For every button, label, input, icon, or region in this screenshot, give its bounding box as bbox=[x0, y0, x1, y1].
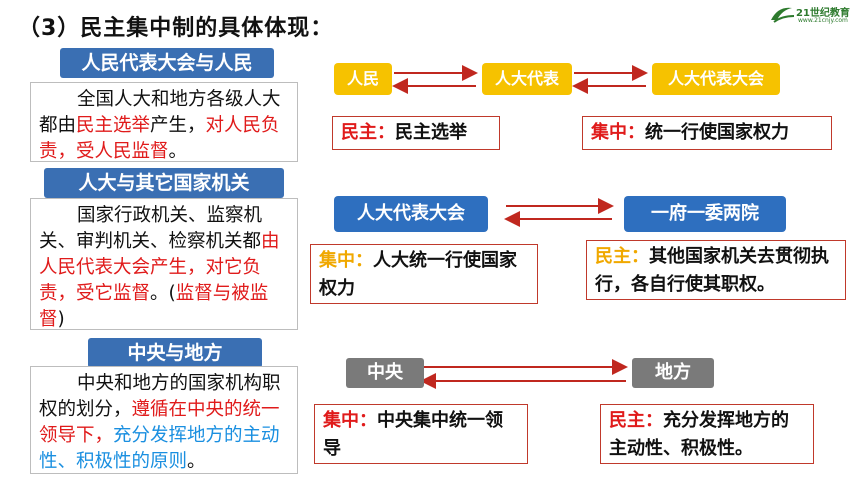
label-value: 中央集中统一领导 bbox=[323, 410, 503, 459]
text-plain: ) bbox=[57, 309, 65, 330]
text-highlight-red: 对人民负责，受人民监督 bbox=[39, 115, 280, 162]
label-value: 民主选举 bbox=[395, 122, 467, 143]
flow-node-central: 中央 bbox=[346, 358, 424, 388]
logo-text: 21世纪教育 bbox=[796, 8, 850, 19]
logo-url: www.21cnjy.com bbox=[798, 17, 848, 24]
label-value: 其他国家机关去贯彻执行，各自行使其职权。 bbox=[595, 246, 829, 295]
label-key: 民主： bbox=[341, 122, 395, 143]
label-centralism-3: 集中：中央集中统一领导 bbox=[314, 404, 528, 464]
flow-node-deputies: 人大代表 bbox=[482, 63, 572, 95]
label-centralism-1: 集中：统一行使国家权力 bbox=[582, 116, 832, 150]
label-key: 集中： bbox=[591, 122, 645, 143]
text-plain: 。 bbox=[168, 141, 188, 162]
text-highlight-blue: 充分发挥地方的主动性、积极性的原则 bbox=[39, 425, 280, 472]
text-highlight-red: 遵循在中央的统一领导下， bbox=[39, 399, 280, 446]
text-plain: 。( bbox=[150, 283, 176, 304]
section-text-1: 全国人大和地方各级人大都由民主选举产生，对人民负责，受人民监督。 bbox=[30, 82, 298, 162]
text-plain: 全国人大和地方各级人大都由 bbox=[39, 89, 281, 136]
label-key: 集中： bbox=[323, 410, 377, 431]
flow-node-local: 地方 bbox=[632, 358, 714, 388]
label-value: 人大统一行使国家权力 bbox=[319, 250, 517, 299]
label-democracy-2: 民主：其他国家机关去贯彻执行，各自行使其职权。 bbox=[586, 240, 846, 300]
label-democracy-3: 民主：充分发挥地方的主动性、积极性。 bbox=[600, 404, 814, 464]
logo-icon bbox=[771, 7, 795, 23]
text-highlight-red: 民主选举 bbox=[76, 115, 151, 136]
section-heading-3: 中央与地方 bbox=[88, 338, 262, 368]
label-value: 统一行使国家权力 bbox=[645, 122, 789, 143]
flow-node-state-organs: 一府一委两院 bbox=[624, 196, 786, 232]
flow-node-congress: 人大代表大会 bbox=[652, 63, 780, 95]
text-plain: 产生， bbox=[150, 115, 206, 136]
section-text-3: 中央和地方的国家机构职权的划分，遵循在中央的统一领导下，充分发挥地方的主动性、积… bbox=[30, 366, 298, 474]
text-highlight-red: 由人民代表大会产生，对它负责，受它监督 bbox=[39, 231, 280, 304]
text-highlight-red: 监督与被监督 bbox=[39, 283, 269, 330]
logo: 21世纪教育 www.21cnjy.com bbox=[768, 2, 858, 28]
flow-node-people: 人民 bbox=[334, 63, 392, 95]
flow-node-congress-2: 人大代表大会 bbox=[334, 196, 488, 232]
text-plain: 。 bbox=[187, 451, 206, 472]
section-heading-2: 人大与其它国家机关 bbox=[44, 168, 284, 198]
label-key: 集中： bbox=[319, 250, 373, 271]
text-plain: 中央和地方的国家机构职权的划分， bbox=[39, 373, 281, 420]
label-centralism-2: 集中：人大统一行使国家权力 bbox=[310, 244, 538, 304]
label-key: 民主： bbox=[595, 246, 649, 267]
label-value: 充分发挥地方的主动性、积极性。 bbox=[609, 410, 789, 459]
section-text-2: 国家行政机关、监察机关、审判机关、检察机关都由人民代表大会产生，对它负责，受它监… bbox=[30, 198, 298, 330]
label-key: 民主： bbox=[609, 410, 663, 431]
label-democracy-1: 民主：民主选举 bbox=[332, 116, 500, 150]
page-title: （3）民主集中制的具体体现： bbox=[18, 16, 334, 41]
section-heading-1: 人民代表大会与人民 bbox=[60, 48, 274, 78]
text-plain: 国家行政机关、监察机关、审判机关、检察机关都 bbox=[39, 205, 263, 252]
